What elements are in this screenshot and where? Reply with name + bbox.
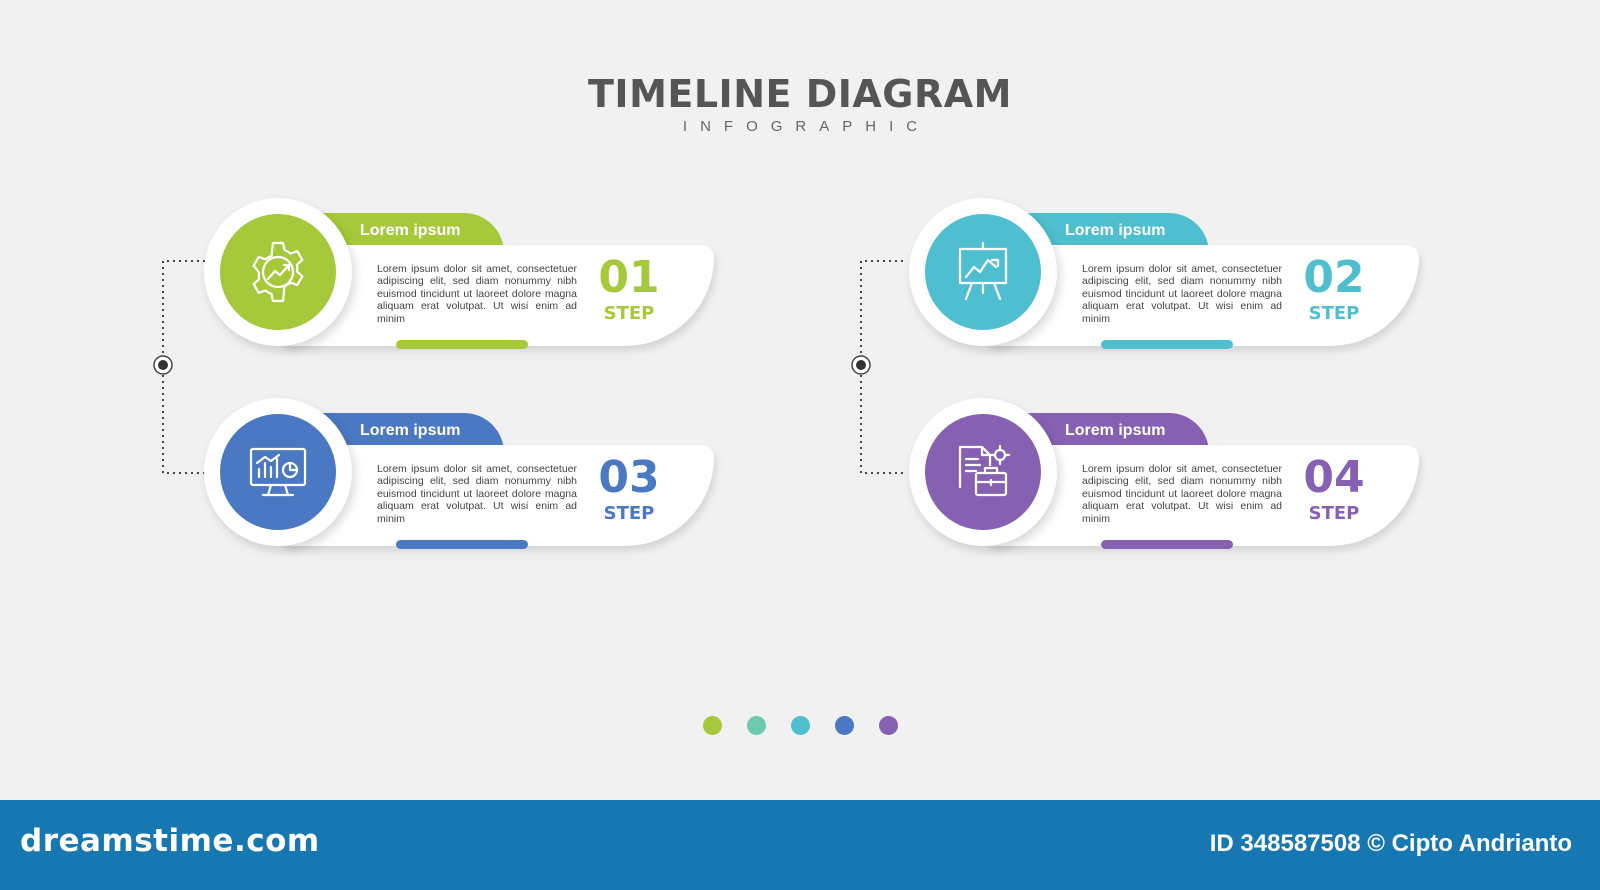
step-icon-fill	[925, 214, 1041, 330]
right-connector	[851, 260, 903, 474]
step-card-04: Lorem ipsum Lorem ipsum dolor sit amet, …	[909, 398, 1429, 549]
left-connector	[153, 260, 205, 474]
palette-dot	[834, 716, 854, 735]
step-label: STEP	[603, 303, 655, 324]
step-label: STEP	[1308, 503, 1360, 524]
step-panel: Lorem ipsum dolor sit amet, consectetuer…	[989, 245, 1419, 349]
step-icon-circle	[204, 198, 352, 346]
footer-bar: dreamstime.com ID 348587508 © Cipto Andr…	[0, 800, 1600, 890]
step-description: Lorem ipsum dolor sit amet, consectetuer…	[377, 463, 577, 525]
step-underline	[396, 340, 528, 349]
gear-chart-icon	[252, 241, 304, 303]
step-panel: Lorem ipsum dolor sit amet, consectetuer…	[284, 445, 714, 549]
step-description: Lorem ipsum dolor sit amet, consectetuer…	[377, 263, 577, 325]
step-icon-fill	[220, 414, 336, 530]
step-number: 04	[1303, 452, 1365, 503]
step-icon-fill	[220, 214, 336, 330]
step-description: Lorem ipsum dolor sit amet, consectetuer…	[1082, 463, 1282, 525]
step-number: 01	[598, 252, 660, 303]
diagram-title: TIMELINE DIAGRAM	[588, 72, 1012, 116]
diagram-subtitle: INFOGRAPHIC	[682, 118, 931, 135]
step-underline	[1101, 540, 1233, 549]
step-card-01: Lorem ipsum Lorem ipsum dolor sit amet, …	[204, 198, 724, 349]
step-panel: Lorem ipsum dolor sit amet, consectetuer…	[284, 245, 714, 349]
palette-dot	[790, 716, 810, 735]
step-label: STEP	[603, 503, 655, 524]
step-underline	[1101, 340, 1233, 349]
step-number: 02	[1303, 252, 1365, 303]
briefcase-document-icon	[958, 444, 1011, 497]
palette-dots	[0, 716, 1600, 735]
step-icon-fill	[925, 414, 1041, 530]
brand-logo-text[interactable]: dreamstime.com	[20, 823, 320, 859]
presentation-board-icon	[958, 241, 1008, 301]
step-underline	[396, 540, 528, 549]
step-icon-circle	[204, 398, 352, 546]
step-label: STEP	[1308, 303, 1360, 324]
step-card-03: Lorem ipsum Lorem ipsum dolor sit amet, …	[204, 398, 724, 549]
image-credit: ID 348587508 © Cipto Andrianto	[1209, 830, 1572, 857]
step-card-02: Lorem ipsum Lorem ipsum dolor sit amet, …	[909, 198, 1429, 349]
step-icon-circle	[909, 198, 1057, 346]
palette-dot	[702, 716, 722, 735]
step-panel: Lorem ipsum dolor sit amet, consectetuer…	[989, 445, 1419, 549]
palette-dot	[878, 716, 898, 735]
step-description: Lorem ipsum dolor sit amet, consectetuer…	[1082, 263, 1282, 325]
step-icon-circle	[909, 398, 1057, 546]
monitor-analytics-icon	[249, 447, 307, 497]
step-number: 03	[598, 452, 660, 503]
palette-dot	[746, 716, 766, 735]
